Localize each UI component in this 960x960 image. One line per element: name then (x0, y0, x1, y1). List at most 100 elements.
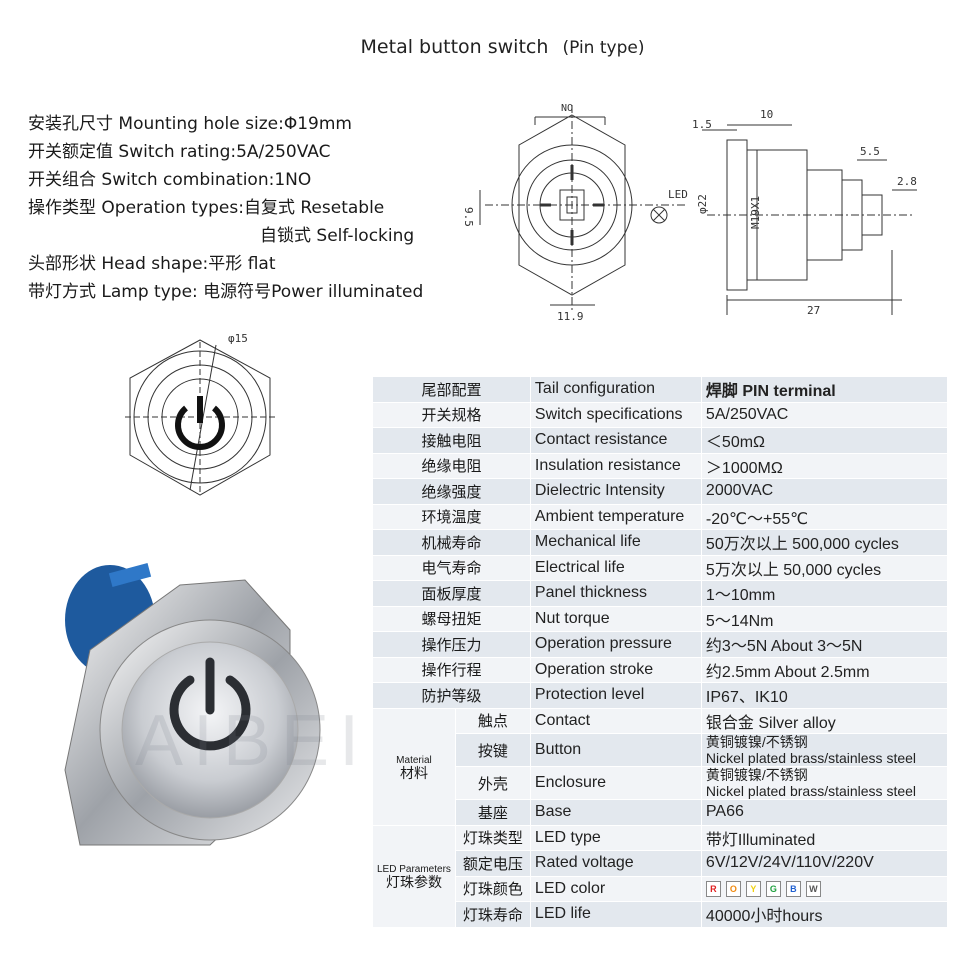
spec-lamp: 带灯方式 Lamp type: 电源符号Power illuminated (28, 282, 424, 302)
row-value: -20℃～+55℃ (700, 503, 949, 530)
row-cn-label: 防护等级 (372, 682, 531, 709)
row-cn-label: 机械寿命 (372, 529, 531, 556)
row-cn-label: 面板厚度 (372, 580, 531, 607)
row-en-label: Mechanical life (529, 529, 702, 556)
row-cn-label: 绝缘电阻 (372, 452, 531, 479)
led-color-swatch: W (805, 880, 821, 897)
row-value: 6V/12V/24V/110V/220V (700, 850, 949, 877)
row-en-label: Enclosure (529, 766, 702, 800)
dim-9-5: 9.5 (462, 207, 475, 227)
dim-11-9: 11.9 (557, 310, 584, 323)
spec-list: 安装孔尺寸 Mounting hole size:Φ19mm 开关额定值 Swi… (28, 110, 423, 306)
row-en-label: Insulation resistance (529, 452, 702, 479)
row-en-label: Button (529, 733, 702, 767)
row-en-label: LED type (529, 824, 702, 851)
dim-5-5: 5.5 (860, 145, 880, 158)
row-value: 约2.5mm About 2.5mm (700, 656, 949, 683)
row-en-label: Contact (529, 707, 702, 734)
title-main: Metal button switch (360, 36, 549, 58)
row-en-label: Nut torque (529, 605, 702, 632)
row-value: ＜50mΩ (700, 427, 949, 454)
row-value: 银合金 Silver alloy (700, 707, 949, 734)
row-value-cn: 黄铜镀镍/不锈钢 (705, 767, 808, 783)
row-en-label: Dielectric Intensity (529, 478, 702, 505)
power-icon (175, 405, 225, 450)
led-group-cn: 灯珠参数 (385, 874, 442, 890)
material-group-en: Material (396, 754, 432, 766)
material-group-cn: 材料 (399, 764, 428, 781)
led-color-swatch: B (785, 880, 801, 897)
row-value: ＞1000MΩ (700, 452, 949, 479)
dim-phi22: φ22 (696, 194, 709, 214)
row-value: 约3～5N About 3～5N (700, 631, 949, 658)
dim-2-8: 2.8 (897, 175, 917, 188)
dim-27: 27 (807, 304, 820, 317)
led-color-swatch: R (705, 880, 721, 897)
row-cn-label: 螺母扭矩 (372, 605, 531, 632)
row-cn-label: 灯珠颜色 (454, 875, 531, 902)
row-cn-label: 环境温度 (372, 503, 531, 530)
row-cn-label: 基座 (454, 799, 531, 826)
row-cn-label: 灯珠寿命 (454, 901, 531, 928)
row-cn-label: 灯珠类型 (454, 824, 531, 851)
row-value-en: Nickel plated brass/stainless steel (705, 783, 917, 799)
led-group-en: LED Parameters (377, 864, 451, 875)
side-view-drawing: 10 1.5 5.5 2.8 φ22 M19X1 27 (682, 100, 942, 325)
row-cn-label: 绝缘强度 (372, 478, 531, 505)
row-en-label: Operation stroke (529, 656, 702, 683)
product-photo (40, 560, 360, 850)
row-value: 焊脚 PIN terminal (700, 376, 949, 403)
row-value: 5A/250VAC (700, 401, 949, 428)
spec-operation-2: 自锁式 Self-locking (260, 226, 415, 246)
row-cn-label: 操作行程 (372, 656, 531, 683)
led-label: LED (668, 188, 688, 201)
row-value: 5万次以上 50,000 cycles (700, 554, 949, 581)
row-value: 带灯Illuminated (700, 824, 949, 851)
row-value: 5～14Nm (700, 605, 949, 632)
row-en-label: Operation pressure (529, 631, 702, 658)
row-en-label: Base (529, 799, 702, 826)
led-color-swatch: O (725, 880, 741, 897)
row-value: PA66 (700, 799, 949, 826)
row-cn-label: 外壳 (454, 766, 531, 800)
row-en-label: LED life (529, 901, 702, 928)
led-color-swatch: Y (745, 880, 761, 897)
row-en-label: Switch specifications (529, 401, 702, 428)
row-cn-label: 按键 (454, 733, 531, 767)
row-en-label: Panel thickness (529, 580, 702, 607)
spec-head: 头部形状 Head shape:平形 flat (28, 254, 276, 274)
top-view-drawing: φ15 (120, 320, 280, 520)
row-en-label: Ambient temperature (529, 503, 702, 530)
row-en-label: Rated voltage (529, 850, 702, 877)
page-title: Metal button switch (Pin type) (0, 36, 960, 58)
spec-rating: 开关额定值 Switch rating:5A/250VAC (28, 142, 331, 162)
dim-1-5: 1.5 (692, 118, 712, 131)
no-label: NO (561, 103, 573, 114)
row-en-label: Tail configuration (529, 376, 702, 403)
dim-phi15: φ15 (228, 332, 248, 345)
